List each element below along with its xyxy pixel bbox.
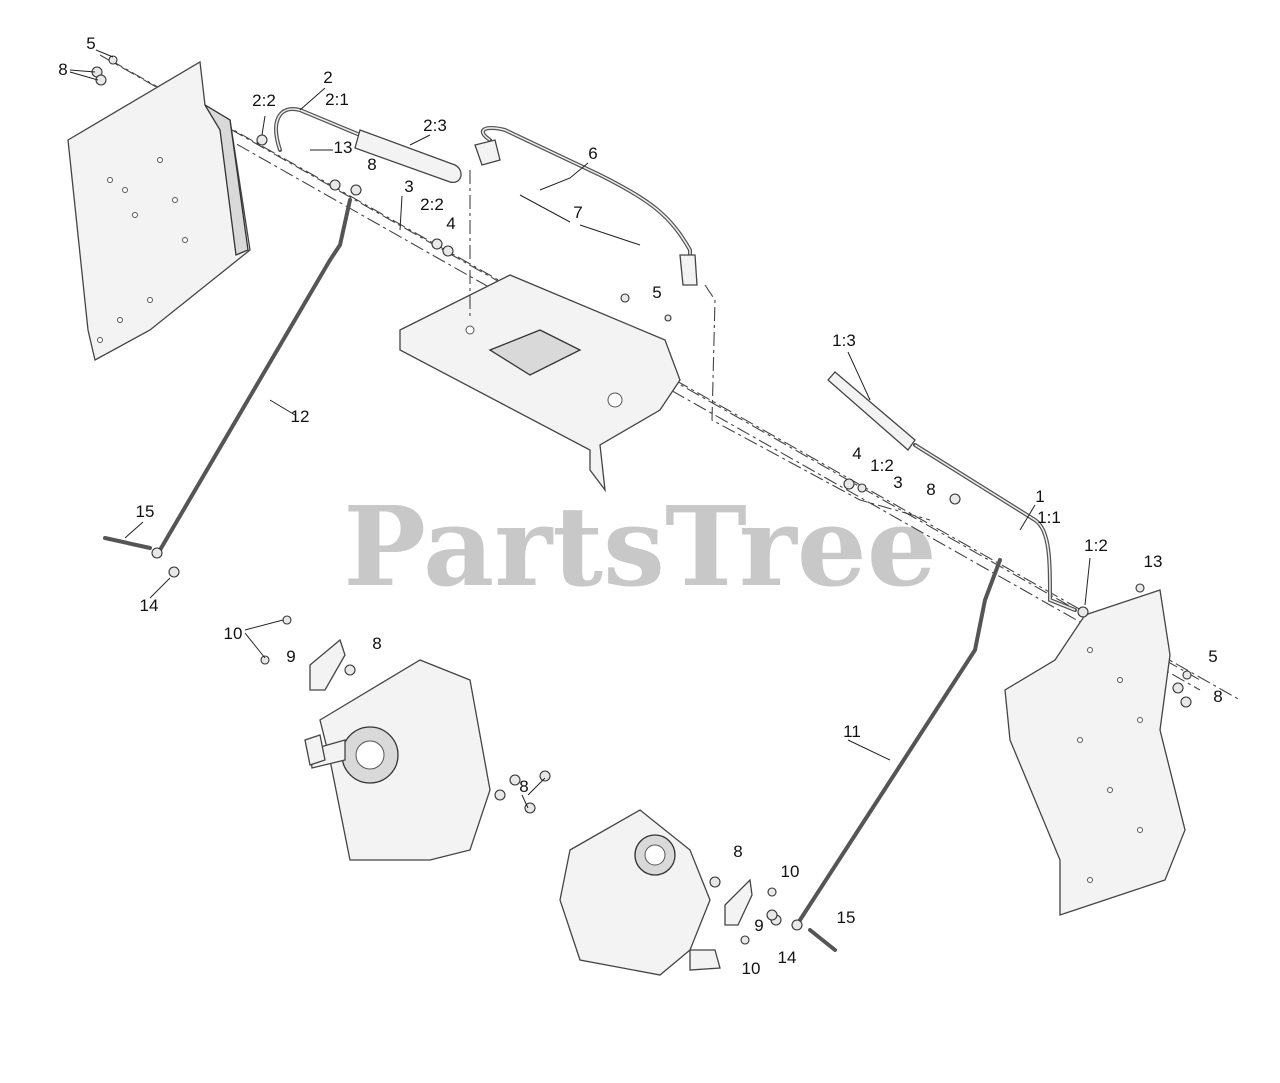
left-mounting-plate (67, 60, 251, 361)
callout-c-1: 1 (1035, 487, 1044, 506)
motion-handle-1 (827, 371, 1089, 618)
callout-c-5-a: 5 (86, 34, 95, 53)
callout-c-10-a: 10 (224, 624, 243, 643)
callout-c-12: 12 (291, 407, 310, 426)
callout-c-1-2-a: 1:2 (870, 456, 894, 475)
callout-c-5-b: 5 (652, 283, 661, 302)
callout-c-6: 6 (588, 144, 597, 163)
callout-c-1-3: 1:3 (832, 331, 856, 350)
control-rod-12 (103, 198, 352, 578)
callout-c-2-3: 2:3 (423, 116, 447, 135)
callout-c-9-b: 9 (754, 916, 763, 935)
control-rod-11 (770, 558, 1002, 952)
callout-c-15-b: 15 (837, 908, 856, 927)
motion-handle-2 (256, 107, 462, 257)
callout-c-11: 11 (843, 722, 861, 741)
watermark: PartsTree (343, 482, 937, 611)
callout-c-4-a: 4 (446, 214, 455, 233)
callout-c-2-2-a: 2:2 (252, 91, 276, 110)
callout-c-1-2-b: 1:2 (1084, 536, 1108, 555)
callout-c-5-c: 5 (1208, 647, 1217, 666)
callout-c-14-b: 14 (778, 948, 797, 967)
callout-c-8-d: 8 (372, 634, 381, 653)
callout-c-3-a: 3 (404, 177, 413, 196)
control-handle-6 (469, 126, 931, 521)
callout-c-9-a: 9 (286, 647, 295, 666)
callout-c-14-a: 14 (140, 596, 159, 615)
right-transmission (559, 809, 721, 976)
callout-c-10-b: 10 (781, 862, 800, 881)
callout-c-4-b: 4 (852, 444, 861, 463)
callout-c-15-a: 15 (136, 502, 155, 521)
hardware (91, 55, 1192, 945)
callout-c-7: 7 (573, 203, 582, 222)
callout-c-8-b: 8 (367, 155, 376, 174)
callout-c-2-1: 2:1 (325, 90, 349, 109)
callout-c-8-e: 8 (1213, 687, 1222, 706)
callout-c-1-1: 1:1 (1037, 508, 1061, 527)
right-mounting-plate (1004, 589, 1186, 916)
callout-c-8-a: 8 (58, 60, 67, 79)
callout-c-8-f: 8 (519, 777, 528, 796)
callout-c-8-g: 8 (733, 842, 742, 861)
center-panel (399, 274, 681, 493)
callout-c-13-b: 13 (1144, 552, 1163, 571)
callout-c-13-a: 13 (334, 138, 353, 157)
left-transmission (304, 659, 491, 861)
callout-c-8-c: 8 (926, 480, 935, 499)
callout-c-2-2-b: 2:2 (420, 195, 444, 214)
bracket-9 (309, 638, 753, 926)
callout-c-3-b: 3 (893, 473, 902, 492)
leader-lines (69, 49, 1091, 809)
callout-c-10-c: 10 (742, 959, 761, 978)
callout-c-2: 2 (323, 68, 332, 87)
